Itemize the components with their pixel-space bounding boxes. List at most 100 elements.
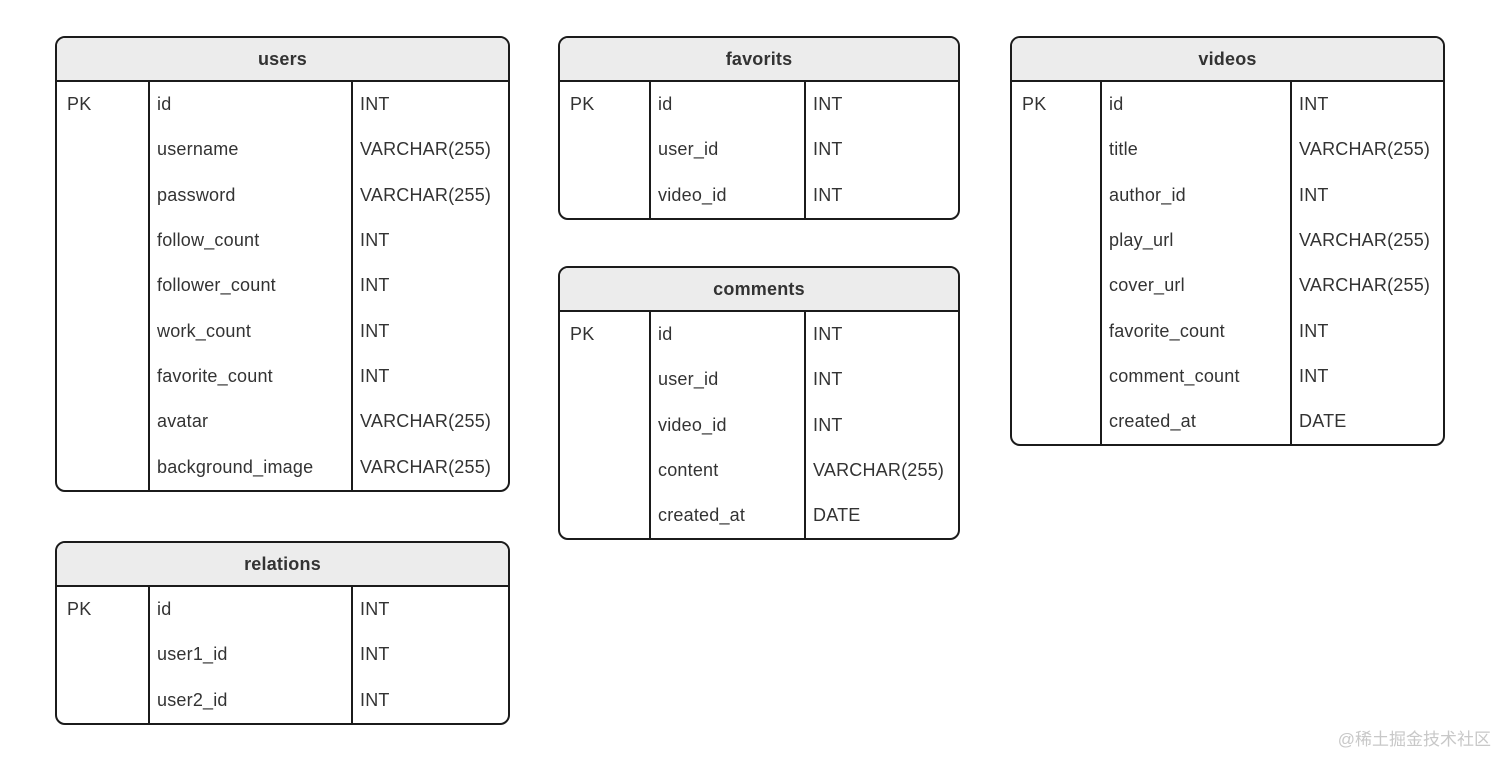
field-name: id [150, 82, 353, 128]
table-row: PK id INT [560, 312, 958, 358]
table-row: user1_id INT [57, 632, 508, 678]
field-type: INT [813, 414, 843, 435]
field-type: INT [360, 230, 390, 251]
field-type: INT [1299, 184, 1329, 205]
table-row: video_id INT [560, 172, 958, 218]
pk-cell: PK [57, 82, 150, 128]
field-type: INT [1299, 320, 1329, 341]
pk-cell [1012, 263, 1102, 309]
table-row: work_count INT [57, 308, 508, 354]
field-type: INT [360, 320, 390, 341]
entity-title: relations [57, 543, 508, 587]
table-row: cover_url VARCHAR(255) [1012, 263, 1443, 309]
field-name: user_id [651, 127, 806, 173]
field-type: INT [360, 365, 390, 386]
pk-cell [1012, 308, 1102, 354]
pk-cell [57, 308, 150, 354]
table-row: password VARCHAR(255) [57, 172, 508, 218]
field-type: DATE [813, 505, 861, 526]
pk-cell [560, 127, 651, 173]
field-name: id [150, 587, 353, 633]
table-row: background_image VARCHAR(255) [57, 444, 508, 490]
field-type: INT [360, 599, 390, 620]
pk-cell [57, 353, 150, 400]
field-name: password [150, 172, 353, 218]
field-type: INT [360, 94, 390, 115]
field-type: VARCHAR(255) [1299, 275, 1431, 296]
field-name: video_id [651, 402, 806, 448]
entity-relations: relations PK id INT user1_id INT user2_i… [55, 541, 510, 725]
entity-title: videos [1012, 38, 1443, 82]
field-type: VARCHAR(255) [1299, 230, 1431, 251]
pk-cell: PK [560, 82, 651, 128]
field-name: follow_count [150, 217, 353, 264]
field-type: DATE [1299, 411, 1347, 432]
field-type: VARCHAR(255) [813, 460, 945, 481]
entity-body: PK id INT username VARCHAR(255) password… [57, 82, 508, 490]
field-name: cover_url [1102, 263, 1292, 309]
pk-cell [57, 127, 150, 173]
entity-body: PK id INT user_id INT video_id INT conte… [560, 312, 958, 539]
pk-cell [560, 172, 651, 218]
field-name: id [651, 312, 806, 358]
field-type: INT [360, 275, 390, 296]
field-name: favorite_count [150, 353, 353, 400]
field-name: author_id [1102, 172, 1292, 218]
field-name: follower_count [150, 263, 353, 309]
field-name: id [651, 82, 806, 128]
table-row: PK id INT [1012, 82, 1443, 128]
entity-favorits: favorits PK id INT user_id INT video_id … [558, 36, 960, 220]
field-type: INT [813, 139, 843, 160]
entity-title: favorits [560, 38, 958, 82]
field-name: created_at [1102, 399, 1292, 445]
entity-body: PK id INT user_id INT video_id INT [560, 82, 958, 218]
table-row: user2_id INT [57, 677, 508, 723]
table-row: follower_count INT [57, 263, 508, 309]
field-type: INT [813, 184, 843, 205]
pk-cell: PK [1012, 82, 1102, 128]
table-row: user_id INT [560, 357, 958, 403]
field-name: avatar [150, 399, 353, 445]
pk-cell [57, 677, 150, 723]
table-row: favorite_count INT [57, 353, 508, 400]
pk-cell [1012, 399, 1102, 445]
field-type: INT [813, 94, 843, 115]
pk-cell [57, 632, 150, 678]
field-name: id [1102, 82, 1292, 128]
field-name: content [651, 447, 806, 494]
table-row: created_at DATE [1012, 399, 1443, 445]
pk-cell [560, 447, 651, 494]
entity-videos: videos PK id INT title VARCHAR(255) auth… [1010, 36, 1445, 447]
watermark-text: @稀土掘金技术社区 [1337, 730, 1491, 749]
field-type: INT [1299, 365, 1329, 386]
pk-cell [57, 263, 150, 309]
field-name: user1_id [150, 632, 353, 678]
pk-cell [1012, 172, 1102, 218]
table-row: avatar VARCHAR(255) [57, 399, 508, 445]
entity-comments: comments PK id INT user_id INT video_id … [558, 266, 960, 541]
field-name: play_url [1102, 217, 1292, 264]
table-row: PK id INT [57, 82, 508, 128]
field-type: VARCHAR(255) [1299, 139, 1431, 160]
table-row: favorite_count INT [1012, 308, 1443, 354]
field-name: comment_count [1102, 353, 1292, 400]
pk-cell [57, 172, 150, 218]
pk-cell [57, 444, 150, 490]
entity-body: PK id INT title VARCHAR(255) author_id I… [1012, 82, 1443, 445]
table-row: play_url VARCHAR(255) [1012, 217, 1443, 264]
table-row: created_at DATE [560, 493, 958, 539]
table-row: follow_count INT [57, 217, 508, 264]
pk-cell [560, 357, 651, 403]
pk-cell [560, 493, 651, 539]
table-row: comment_count INT [1012, 353, 1443, 400]
field-type: INT [360, 644, 390, 665]
field-name: work_count [150, 308, 353, 354]
field-type: INT [360, 689, 390, 710]
pk-cell [1012, 127, 1102, 173]
field-type: VARCHAR(255) [360, 184, 492, 205]
field-name: favorite_count [1102, 308, 1292, 354]
pk-cell [57, 399, 150, 445]
table-row: PK id INT [560, 82, 958, 128]
field-type: VARCHAR(255) [360, 411, 492, 432]
